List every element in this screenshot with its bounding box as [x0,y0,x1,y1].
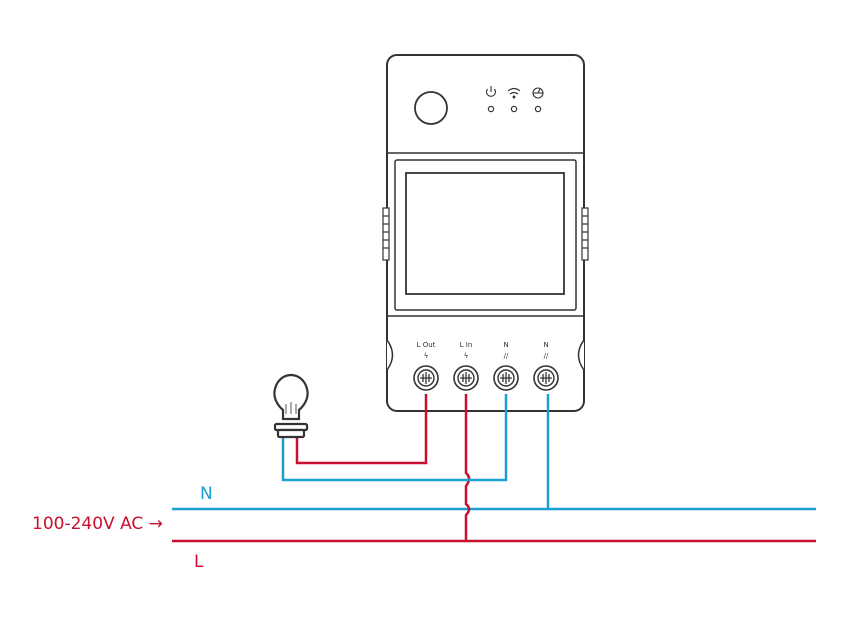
live-in-wire [464,394,471,541]
neutral-out-wire [281,394,508,482]
power-icon [485,86,497,97]
screw-terminal-l-in[interactable] [453,365,479,391]
live-out-wire [295,394,428,465]
screw-terminal-n-1[interactable] [493,365,519,391]
light-bulb-icon [273,373,309,439]
led-meter [534,105,542,113]
terminal-label-n-2: N [543,341,548,349]
wifi-icon [507,87,521,99]
led-wifi [510,105,518,113]
live-label: L [194,552,204,572]
smart-switch-device: L Out L In N N ϟ ϟ // // [382,54,589,412]
terminal-label-l-out: L Out [417,341,436,349]
display-frame [394,159,577,311]
terminal-symbol-l-in: ϟ [464,352,469,360]
left-rail-clip [382,207,390,261]
right-rail-clip [581,207,589,261]
meter-icon [532,87,544,99]
terminal-symbol-n-2: // [544,352,549,360]
screw-terminal-n-2[interactable] [533,365,559,391]
supply-voltage-label: 100-240V AC → [32,514,163,534]
terminal-label-n-1: N [503,341,508,349]
pairing-button[interactable] [414,91,448,125]
terminal-notch-right [577,339,585,371]
neutral-label: N [200,484,213,504]
display-screen [405,172,565,295]
terminal-symbol-l-out: ϟ [424,352,429,360]
terminal-label-l-in: L In [460,341,473,349]
terminal-notch-left [386,339,394,371]
screw-terminal-l-out[interactable] [413,365,439,391]
led-power [487,105,495,113]
screw-terminals [413,365,559,391]
terminal-symbol-n-1: // [504,352,509,360]
